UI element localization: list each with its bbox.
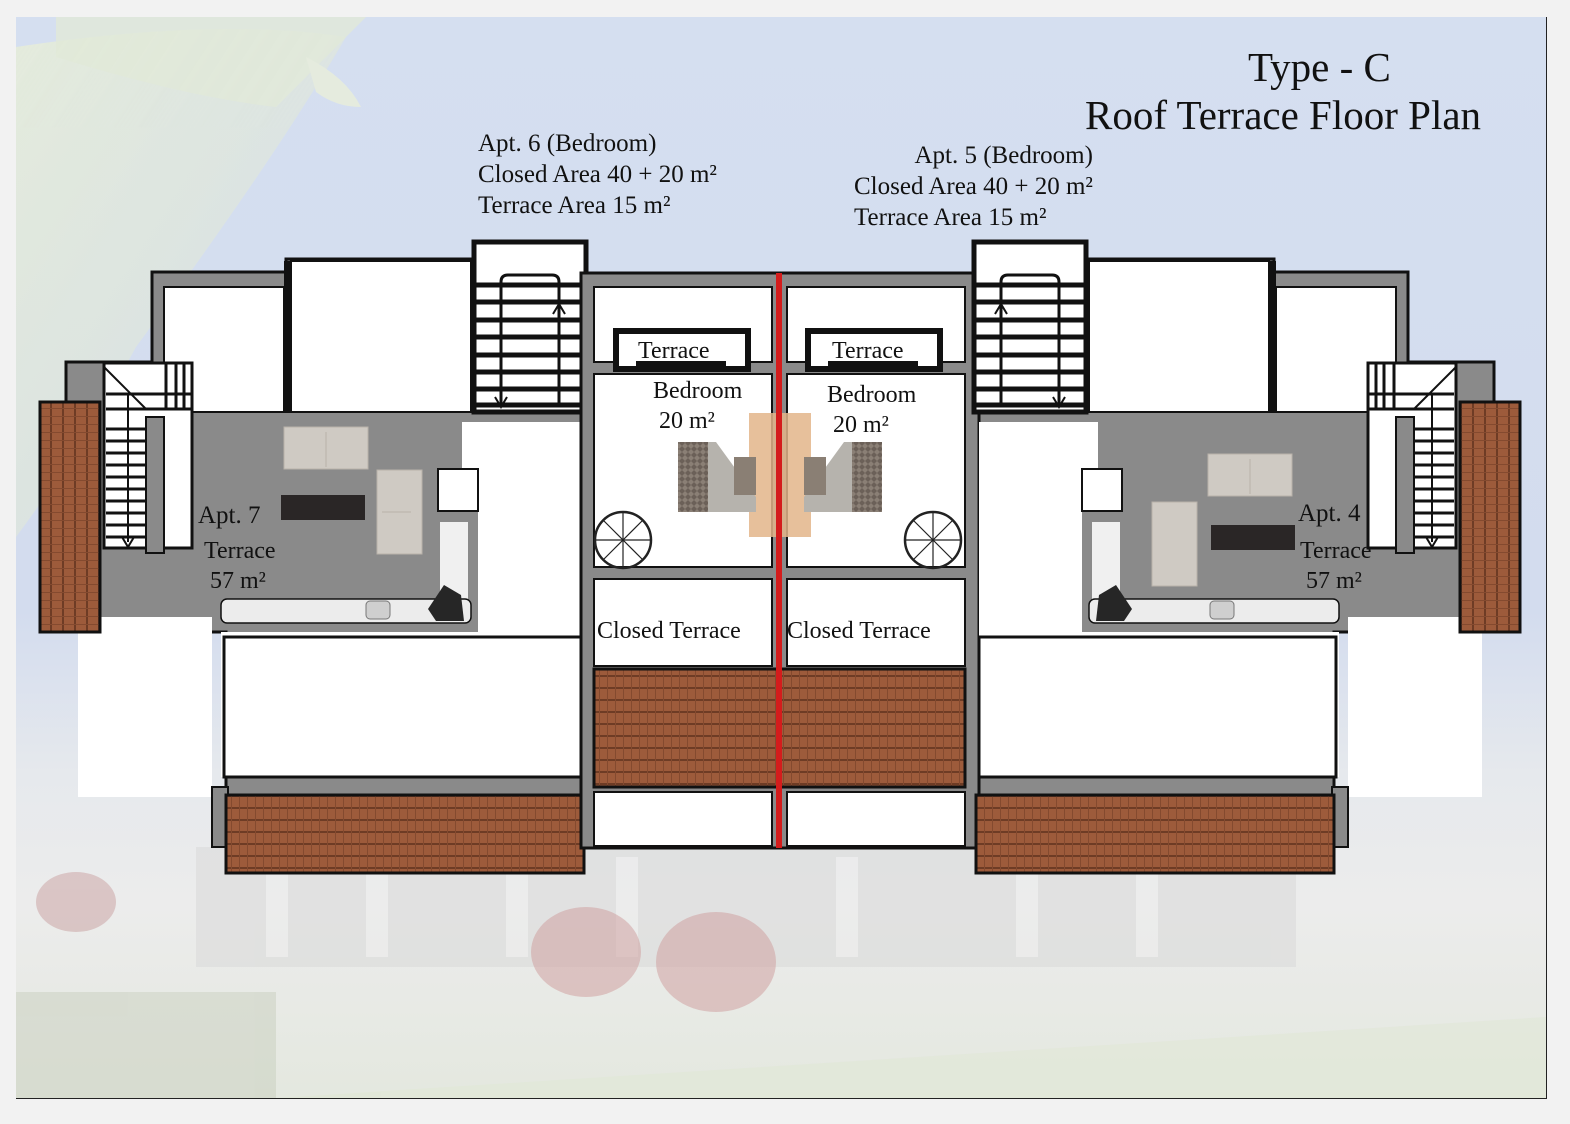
apt5-closed-area: Closed Area 40 + 20 m² [854, 173, 1093, 200]
right-small-terrace-label: Terrace [832, 338, 904, 364]
shrubs [16, 872, 1546, 1098]
sofa-icon [376, 469, 423, 555]
staircase-right [1366, 361, 1458, 554]
apt5-info: Apt. 5 (Bedroom) Closed Area 40 + 20 m² … [854, 140, 1093, 233]
apt4-terrace-label: Terrace [1300, 538, 1372, 564]
apt5-terrace-area: Terrace Area 15 m² [854, 204, 1047, 231]
apt4-name: Apt. 4 [1298, 500, 1361, 527]
round-table-icon [593, 510, 653, 570]
staircase-center-left [471, 239, 589, 415]
apt7-terrace-area: 57 m² [210, 568, 266, 594]
apt5-name: Apt. 5 (Bedroom) [914, 142, 1093, 169]
apt7-name: Apt. 7 [198, 502, 261, 529]
left-closed-terrace-label: Closed Terrace [597, 618, 741, 644]
sofa-icon [283, 426, 369, 470]
bed-icon [781, 413, 882, 537]
bed-icon [678, 413, 779, 537]
left-bedroom-area: 20 m² [659, 408, 715, 434]
staircase-left [102, 361, 194, 554]
staircase-center-right [971, 239, 1089, 415]
right-closed-terrace-label: Closed Terrace [787, 618, 931, 644]
right-wing [971, 239, 1522, 875]
left-small-terrace-label: Terrace [638, 338, 710, 364]
apt6-terrace-area: Terrace Area 15 m² [478, 192, 671, 219]
apt4-terrace-area: 57 m² [1306, 568, 1362, 594]
apt6-name: Apt. 6 (Bedroom) [478, 130, 657, 157]
apt6-info: Apt. 6 (Bedroom) Closed Area 40 + 20 m² … [478, 128, 717, 221]
coffee-table-icon [281, 495, 365, 520]
armchair-icon [428, 585, 464, 621]
right-bedroom-name: Bedroom [827, 382, 917, 408]
apt7-terrace-label: Terrace [204, 538, 276, 564]
floor-plan-sheet: Type - C Roof Terrace Floor Plan Apt. 6 … [16, 17, 1547, 1099]
center-units [579, 271, 981, 850]
floor-plan-drawing [38, 239, 1522, 875]
right-bedroom-area: 20 m² [833, 412, 889, 438]
plan-title: Roof Terrace Floor Plan [1085, 92, 1482, 138]
round-table-icon [903, 510, 963, 570]
plan-type-label: Type - C [1248, 44, 1391, 90]
apt6-closed-area: Closed Area 40 + 20 m² [478, 161, 717, 188]
left-bedroom-name: Bedroom [653, 378, 743, 404]
left-wing [38, 239, 589, 875]
